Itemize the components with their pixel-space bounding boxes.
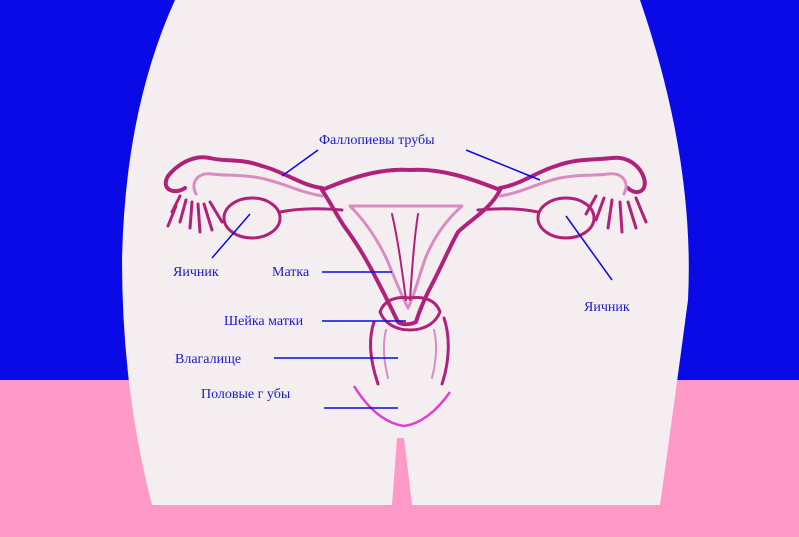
label-ovary-left: Яичник bbox=[173, 265, 219, 281]
label-fallopian-tubes: Фаллопиевы трубы bbox=[319, 133, 435, 149]
label-uterus: Матка bbox=[272, 265, 309, 281]
body-silhouette bbox=[122, 0, 689, 505]
label-labia: Половые г убы bbox=[201, 387, 290, 403]
label-ovary-right: Яичник bbox=[584, 300, 630, 316]
label-cervix: Шейка матки bbox=[224, 314, 303, 330]
label-vagina: Влагалище bbox=[175, 352, 241, 368]
